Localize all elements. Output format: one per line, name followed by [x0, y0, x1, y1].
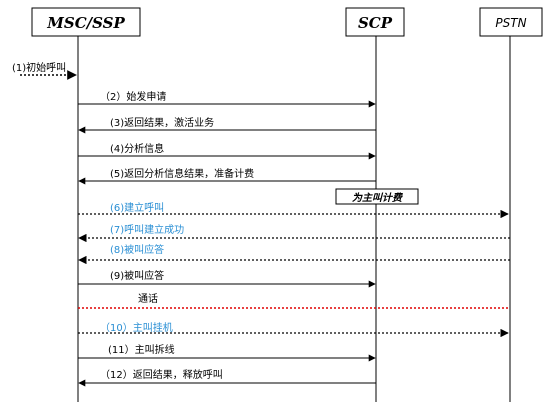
msc-header-box — [31, 7, 141, 37]
scp-header-label: SCP — [358, 14, 393, 32]
message-12-label: （12）返回结果，释放呼叫 — [100, 368, 223, 381]
msc-header-label: MSC/SSP — [46, 14, 125, 32]
message-5-label: (5)返回分析信息结果，准备计费 — [110, 167, 254, 180]
message-3-label: (3)返回结果，激活业务 — [110, 116, 214, 129]
scp-header-box — [345, 7, 405, 37]
message-6-label: (6)建立呼叫 — [110, 201, 164, 214]
message-2-label: （2）始发申请 — [100, 90, 166, 103]
message-4-label: (4)分析信息 — [110, 142, 164, 155]
pstn-header-box — [479, 7, 543, 37]
message-8-label: (8)被叫应答 — [110, 243, 164, 256]
message-10-label: （10）主叫挂机 — [100, 321, 173, 334]
call-in-progress-label: 通话 — [138, 293, 158, 305]
billing-note-box — [335, 188, 419, 205]
message-1-label: (1)初始呼叫 — [12, 61, 66, 74]
billing-note-label: 为主叫计费 — [352, 192, 403, 204]
pstn-header-label: PSTN — [495, 16, 526, 30]
message-7-label: (7)呼叫建立成功 — [110, 223, 184, 236]
message-11-label: (11）主叫拆线 — [108, 343, 175, 356]
message-9-label: (9)被叫应答 — [110, 269, 164, 282]
